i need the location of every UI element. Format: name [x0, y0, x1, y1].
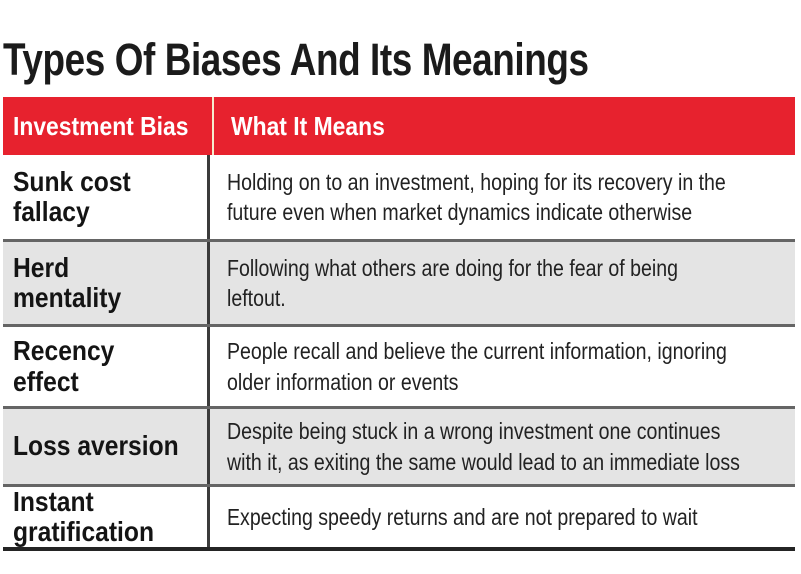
column-header-label: Investment Bias [13, 110, 189, 141]
column-header-label: What It Means [231, 110, 386, 141]
bias-label: Loss aversion [13, 430, 179, 462]
biases-table: Investment Bias What It Means Sunk cost … [3, 97, 795, 552]
bias-cell: Herd mentality [3, 242, 210, 324]
bias-cell: Sunk cost fallacy [3, 155, 210, 239]
meaning-text: Following what others are doing for the … [227, 254, 679, 311]
meaning-cell: Following what others are doing for the … [210, 242, 795, 324]
table-row-sunk-cost-fallacy: Sunk cost fallacy Holding on to an inves… [3, 155, 795, 239]
table-row-instant-gratification: Instant gratification Expecting speedy r… [3, 484, 795, 548]
column-header-investment-bias: Investment Bias [3, 97, 215, 155]
meaning-cell: People recall and believe the current in… [210, 327, 801, 406]
table-header-row: Investment Bias What It Means [3, 97, 795, 155]
bias-label: Sunk cost fallacy [13, 165, 131, 227]
bias-label: Recency effect [13, 335, 115, 397]
bias-cell: Instant gratification [3, 486, 210, 548]
table-row-herd-mentality: Herd mentality Following what others are… [3, 239, 795, 324]
meaning-text: Despite being stuck in a wrong investmen… [227, 418, 740, 475]
meaning-cell: Despite being stuck in a wrong investmen… [210, 409, 801, 484]
bias-cell: Loss aversion [3, 409, 210, 484]
meaning-text: People recall and believe the current in… [227, 338, 727, 395]
table-row-loss-aversion: Loss aversion Despite being stuck in a w… [3, 406, 795, 484]
page-title: Types Of Biases And Its Meanings [3, 34, 589, 85]
bias-cell: Recency effect [3, 327, 210, 406]
bias-label: Instant gratification [13, 486, 155, 548]
bias-label: Herd mentality [13, 251, 122, 313]
column-header-what-it-means: What It Means [214, 97, 795, 155]
meaning-cell: Expecting speedy returns and are not pre… [210, 487, 795, 547]
meaning-text: Holding on to an investment, hoping for … [227, 168, 726, 225]
meaning-text: Expecting speedy returns and are not pre… [227, 504, 698, 531]
meaning-cell: Holding on to an investment, hoping for … [210, 155, 801, 239]
table-row-recency-effect: Recency effect People recall and believe… [3, 324, 795, 406]
